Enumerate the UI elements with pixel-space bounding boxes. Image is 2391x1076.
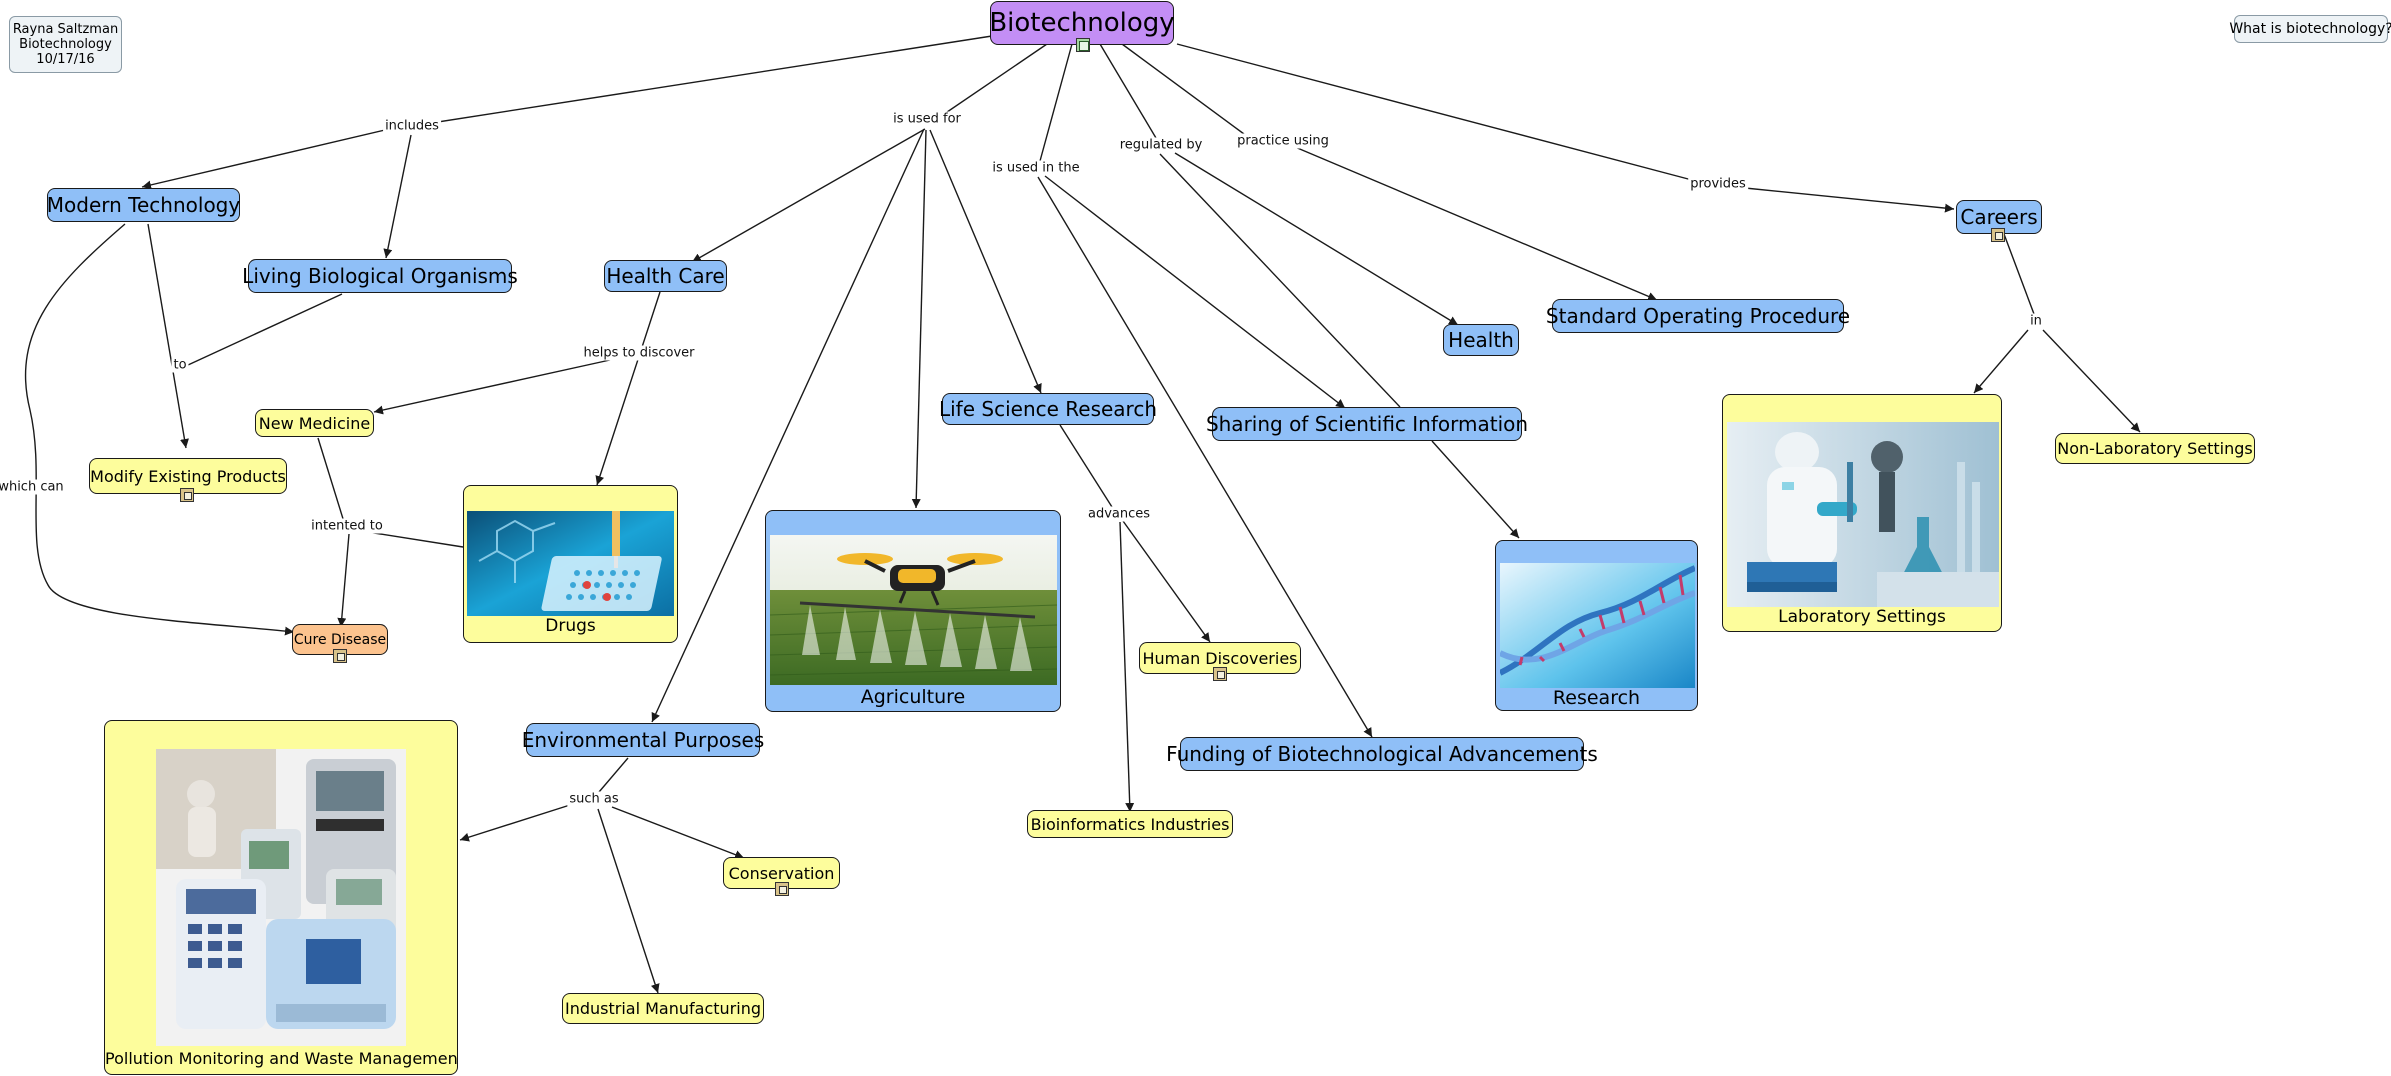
resource-icon[interactable] bbox=[180, 488, 194, 502]
concept-drugs[interactable]: Drugs bbox=[463, 485, 678, 643]
concept-sharing-of-scientific-information[interactable]: Sharing of Scientific Information bbox=[1206, 407, 1528, 441]
link-icon[interactable] bbox=[1076, 38, 1090, 52]
concept-laboratory-settings[interactable]: Laboratory Settings bbox=[1722, 394, 2002, 632]
author-name: Rayna Saltzman bbox=[12, 22, 119, 37]
link-label-is-used-for: is used for bbox=[891, 111, 963, 127]
research-label: Research bbox=[1552, 687, 1641, 709]
concept-living-biological-organisms[interactable]: Living Biological Organisms bbox=[242, 259, 518, 293]
concept-agriculture[interactable]: Agriculture bbox=[765, 510, 1061, 712]
laboratory-image bbox=[1727, 422, 1999, 607]
drugs-image bbox=[467, 511, 674, 616]
concept-life-science-research[interactable]: Life Science Research bbox=[939, 393, 1157, 425]
link-label-which-can: which can bbox=[0, 479, 66, 495]
focus-question-box: What is biotechnology? bbox=[2229, 15, 2391, 43]
pollution-label: Pollution Monitoring and Waste Managemen… bbox=[105, 1049, 458, 1068]
agriculture-drone-image bbox=[770, 535, 1057, 685]
laboratory-settings-label: Laboratory Settings bbox=[1778, 607, 1946, 627]
resource-icon[interactable] bbox=[333, 649, 347, 663]
concept-modern-technology[interactable]: Modern Technology bbox=[47, 188, 240, 222]
resource-icon[interactable] bbox=[775, 882, 789, 896]
concept-bioinformatics-industries[interactable]: Bioinformatics Industries bbox=[1027, 810, 1233, 838]
drugs-label: Drugs bbox=[545, 616, 596, 636]
link-label-is-used-in-the: is used in the bbox=[990, 160, 1082, 176]
link-label-such-as: such as bbox=[567, 791, 621, 807]
link-label-helps-to-discover: helps to discover bbox=[581, 345, 697, 361]
link-label-practice-using: practice using bbox=[1235, 133, 1331, 149]
concept-pollution-monitoring[interactable]: Pollution Monitoring and Waste Managemen… bbox=[104, 720, 458, 1075]
resource-icon[interactable] bbox=[1991, 228, 2005, 242]
concept-standard-operating-procedure[interactable]: Standard Operating Procedure bbox=[1546, 299, 1850, 333]
author-date: 10/17/16 bbox=[36, 52, 95, 67]
concept-industrial-manufacturing[interactable]: Industrial Manufacturing bbox=[562, 993, 764, 1024]
concept-health[interactable]: Health bbox=[1443, 324, 1519, 356]
author-info-box: Rayna Saltzman Biotechnology 10/17/16 bbox=[9, 16, 122, 73]
link-label-includes: includes bbox=[383, 118, 441, 134]
concept-non-laboratory-settings[interactable]: Non-Laboratory Settings bbox=[2055, 433, 2255, 464]
link-label-advances: advances bbox=[1085, 506, 1153, 522]
link-label-regulated-by: regulated by bbox=[1117, 137, 1205, 153]
concept-careers[interactable]: Careers bbox=[1956, 200, 2042, 234]
concept-environmental-purposes[interactable]: Environmental Purposes bbox=[522, 723, 764, 757]
pollution-equipment-image bbox=[156, 749, 406, 1046]
research-dna-image bbox=[1500, 563, 1695, 688]
link-label-to: to bbox=[171, 357, 189, 373]
concept-research[interactable]: Research bbox=[1495, 540, 1698, 711]
author-subject: Biotechnology bbox=[19, 37, 112, 52]
resource-icon[interactable] bbox=[1213, 667, 1227, 681]
concept-funding-of-biotechnological-advancements[interactable]: Funding of Biotechnological Advancements bbox=[1166, 737, 1598, 771]
agriculture-label: Agriculture bbox=[860, 686, 966, 708]
link-label-provides: provides bbox=[1688, 176, 1748, 192]
concept-health-care[interactable]: Health Care bbox=[604, 260, 727, 292]
concept-new-medicine[interactable]: New Medicine bbox=[255, 409, 374, 437]
link-label-intented-to: intented to bbox=[309, 518, 385, 534]
link-label-in: in bbox=[2028, 313, 2044, 329]
